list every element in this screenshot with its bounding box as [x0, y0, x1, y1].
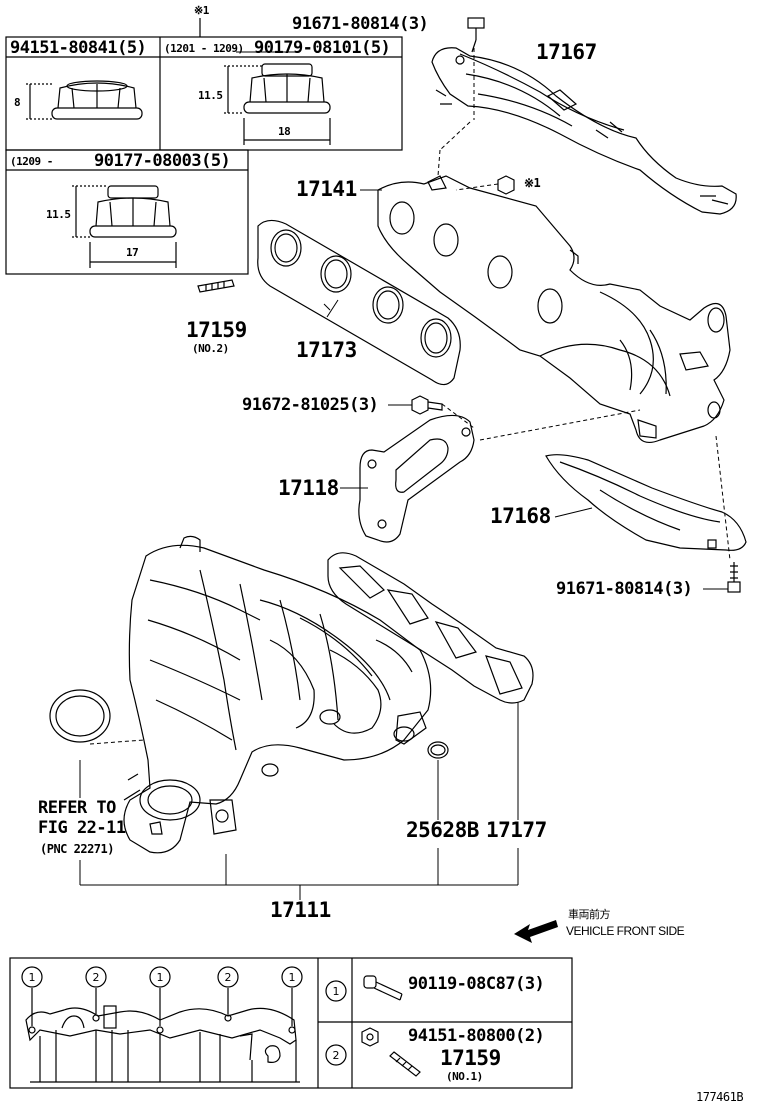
- legend-item1-part: 90119-08C87(3): [408, 974, 545, 994]
- exhaust-manifold-drawing: [377, 175, 731, 443]
- manifold-schematic-drawing: [21, 966, 347, 1083]
- callout-marker-1c: 1: [289, 971, 296, 984]
- part-label-17111: 17111: [270, 898, 331, 922]
- dashed-connectors: [89, 48, 731, 745]
- part-label-bolt-lower: 91671-80814(3): [556, 579, 693, 599]
- legend-nut-drawing: [361, 1027, 379, 1047]
- vehicle-front-arrow-icon: [514, 920, 558, 943]
- flange-nut-c-drawing: [72, 185, 177, 268]
- flange-nut-a-drawing: [26, 80, 143, 120]
- exhaust-gasket-drawing: [257, 219, 461, 386]
- legend-item2b-part: 17159: [440, 1046, 501, 1070]
- nut-b-part-number: 90179-08101(5): [254, 38, 391, 58]
- nut-b-width-dim: 18: [278, 125, 291, 138]
- nut-a-height-dim: 8: [14, 96, 21, 109]
- part-label-bolt-mid: 91672-81025(3): [242, 395, 379, 415]
- legend-stud-drawing: [389, 1051, 421, 1077]
- marker-note-top: ※1: [194, 4, 209, 17]
- fastener-spec-box: [5, 18, 403, 275]
- direction-japanese: 車両前方: [568, 908, 611, 921]
- nut-c-height-dim: 11.5: [46, 208, 71, 221]
- nut-c-width-dim: 17: [126, 246, 139, 259]
- nut-a-part-number: 94151-80841(5): [10, 38, 147, 58]
- flange-nut-b-drawing: [224, 63, 331, 145]
- refer-line-2: FIG 22-11: [38, 818, 126, 838]
- part-label-bolt-top: 91671-80814(3): [292, 14, 429, 34]
- direction-english: VEHICLE FRONT SIDE: [566, 924, 685, 938]
- part-label-17118: 17118: [278, 476, 339, 500]
- intake-manifold-drawing: [123, 535, 432, 854]
- callout-marker-1a: 1: [29, 971, 36, 984]
- callout-marker-2a: 2: [93, 971, 100, 984]
- intake-gasket-drawing: [327, 552, 534, 704]
- legend-bolt-drawing: [363, 975, 403, 1001]
- throttle-gasket-drawing: [49, 689, 111, 743]
- nut-b-height-dim: 11.5: [198, 89, 223, 102]
- nut-b-date-range: (1201 - 1209): [164, 42, 244, 55]
- refer-line-3: (PNC 22271): [40, 842, 114, 856]
- callout-marker-2b: 2: [225, 971, 232, 984]
- small-gasket-drawing: [427, 741, 449, 759]
- part-label-25628b: 25628B: [406, 818, 479, 842]
- bolt-top-drawing: [467, 17, 485, 53]
- leader-lines: [79, 51, 728, 900]
- heat-insulator-upper-drawing: [431, 47, 737, 215]
- nut-c-date-range: (1209 -: [10, 155, 53, 168]
- nut-marker-label: ※1: [524, 176, 541, 190]
- figure-id: 177461B: [696, 1090, 744, 1104]
- part-label-17177: 17177: [486, 818, 547, 842]
- bracket-drawing: [358, 414, 475, 543]
- legend-marker-1: 1: [333, 985, 340, 998]
- heat-insulator-lower-drawing: [545, 454, 747, 551]
- bottom-legend-box: [9, 957, 573, 1089]
- part-label-17168: 17168: [490, 504, 551, 528]
- callout-marker-1b: 1: [157, 971, 164, 984]
- part-label-17159-no2: 17159: [186, 318, 247, 342]
- part-sub-no2: (NO.2): [192, 342, 229, 355]
- part-label-17173: 17173: [296, 338, 357, 362]
- bolt-lower-drawing: [727, 562, 741, 593]
- part-label-17141: 17141: [296, 177, 357, 201]
- legend-item2-part: 94151-80800(2): [408, 1026, 545, 1046]
- refer-line-1: REFER TO: [38, 798, 116, 818]
- part-label-17167: 17167: [536, 40, 597, 64]
- nut-near-manifold-drawing: [497, 175, 515, 195]
- legend-item2b-sub: (NO.1): [446, 1070, 483, 1083]
- stud-no2-drawing: [197, 279, 235, 293]
- legend-marker-2: 2: [333, 1049, 340, 1062]
- nut-c-part-number: 90177-08003(5): [94, 151, 231, 171]
- bolt-mid-drawing: [411, 395, 443, 415]
